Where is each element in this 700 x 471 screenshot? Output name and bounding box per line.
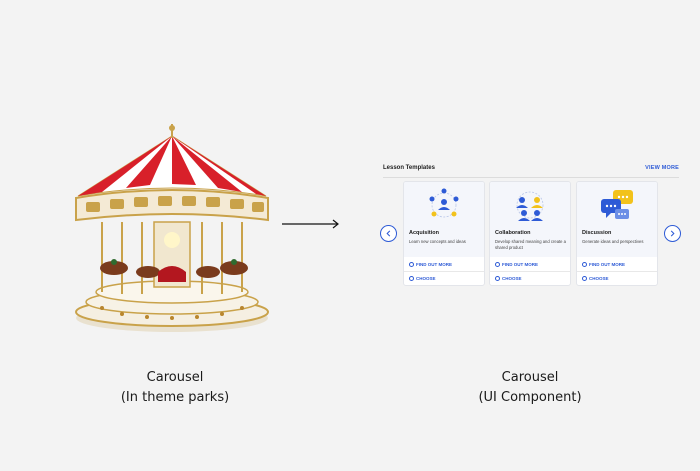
discussion-chat-icon — [601, 190, 633, 219]
card-title: Collaboration — [495, 230, 531, 236]
right-caption: Carousel (UI Component) — [460, 368, 600, 408]
choose-label: CHOOSE — [589, 276, 609, 281]
choose-link[interactable]: CHOOSE — [495, 276, 522, 281]
choose-label: CHOOSE — [502, 276, 522, 281]
card-title: Acquisition — [409, 230, 439, 236]
find-out-more-label: FIND OUT MORE — [502, 262, 538, 267]
plus-icon — [582, 276, 587, 281]
choose-label: CHOOSE — [416, 276, 436, 281]
left-caption: Carousel (In theme parks) — [105, 368, 245, 408]
right-caption-subtitle: (UI Component) — [478, 390, 582, 405]
find-out-more-link[interactable]: FIND OUT MORE — [495, 262, 538, 267]
info-icon — [409, 262, 414, 267]
plus-icon — [409, 276, 414, 281]
carousel-title: Lesson Templates — [383, 165, 435, 171]
merry-go-round-image — [75, 124, 269, 332]
info-icon — [495, 262, 500, 267]
template-card-discussion[interactable]: Discussion Generate ideas and perspectiv… — [576, 181, 658, 286]
carousel-prev-button[interactable] — [380, 225, 397, 242]
right-caption-title: Carousel — [501, 370, 559, 385]
view-more-link[interactable]: VIEW MORE — [645, 165, 679, 171]
left-caption-title: Carousel — [146, 370, 204, 385]
acquisition-network-icon — [429, 188, 459, 218]
card-title: Discussion — [582, 230, 612, 236]
carousel-next-button[interactable] — [664, 225, 681, 242]
choose-link[interactable]: CHOOSE — [409, 276, 436, 281]
right-arrow-icon — [282, 219, 339, 229]
template-card-collaboration[interactable]: Collaboration Develop shared meaning and… — [489, 181, 571, 286]
find-out-more-link[interactable]: FIND OUT MORE — [409, 262, 452, 267]
card-description: Develop shared meaning and create a shar… — [495, 239, 567, 250]
find-out-more-link[interactable]: FIND OUT MORE — [582, 262, 625, 267]
collaboration-group-icon — [516, 191, 544, 221]
info-icon — [582, 262, 587, 267]
plus-icon — [495, 276, 500, 281]
chevron-right-icon — [670, 230, 675, 237]
card-description: Learn new concepts and ideas — [409, 239, 466, 244]
find-out-more-label: FIND OUT MORE — [589, 262, 625, 267]
choose-link[interactable]: CHOOSE — [582, 276, 609, 281]
carousel-header: Lesson Templates VIEW MORE — [383, 165, 679, 177]
header-divider — [383, 177, 679, 178]
left-caption-subtitle: (In theme parks) — [120, 390, 230, 405]
find-out-more-label: FIND OUT MORE — [416, 262, 452, 267]
lesson-templates-carousel: Lesson Templates VIEW MORE Acquisition L… — [376, 160, 686, 295]
card-description: Generate ideas and perspectives — [582, 239, 644, 244]
chevron-left-icon — [386, 230, 391, 237]
template-card-acquisition[interactable]: Acquisition Learn new concepts and ideas… — [403, 181, 485, 286]
